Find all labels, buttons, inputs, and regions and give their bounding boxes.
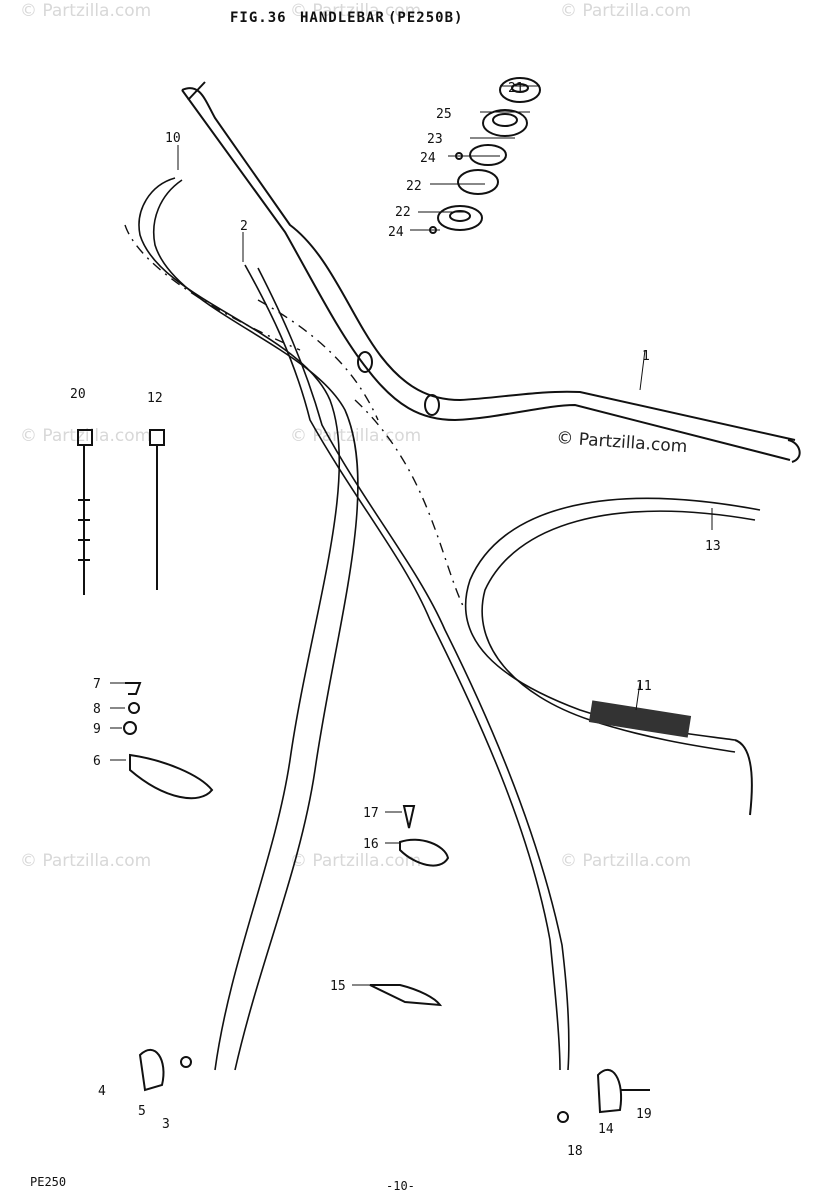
watermark-low-left: © Partzilla.com <box>20 851 151 871</box>
watermark-mid-left: © Partzilla.com <box>20 426 151 446</box>
part-label-2: 2 <box>240 219 248 234</box>
small-parts <box>77 429 650 1123</box>
part-label-21: 21 <box>508 81 524 96</box>
part-label-12: 12 <box>147 391 163 406</box>
part-label-11: 11 <box>636 679 652 694</box>
watermark-top-center: © Partzilla.com <box>290 1 421 21</box>
watermarks: © Partzilla.com © Partzilla.com © Partzi… <box>20 1 691 871</box>
part-label-22a: 22 <box>406 179 422 194</box>
part-label-24a: 24 <box>420 151 436 166</box>
footer-model: PE250 <box>30 1175 66 1189</box>
part-label-13: 13 <box>705 539 721 554</box>
figure-number: FIG.36 <box>230 10 287 26</box>
part-label-23: 23 <box>427 132 443 147</box>
part-label-17: 17 <box>363 806 379 821</box>
part-label-7: 7 <box>93 677 101 692</box>
part-label-15: 15 <box>330 979 346 994</box>
part-label-6: 6 <box>93 754 101 769</box>
part-label-1: 1 <box>642 349 650 364</box>
part-label-4: 4 <box>98 1084 106 1099</box>
part-label-14: 14 <box>598 1122 614 1137</box>
handlebar <box>181 81 801 463</box>
figure-header: FIG.36 HANDLEBAR (PE250B) <box>230 10 463 26</box>
part-label-25: 25 <box>436 107 452 122</box>
figure-model: (PE250B) <box>388 10 463 26</box>
part-label-16: 16 <box>363 837 379 852</box>
part-label-9: 9 <box>93 722 101 737</box>
figure-title: HANDLEBAR <box>300 10 385 26</box>
watermark-top-right: © Partzilla.com <box>560 1 691 21</box>
part-label-18: 18 <box>567 1144 583 1159</box>
watermark-mid-center: © Partzilla.com <box>290 426 421 446</box>
page-footer: PE250 -10- <box>30 1175 415 1193</box>
steering-bearings <box>429 77 541 234</box>
watermark-low-center: © Partzilla.com <box>290 851 421 871</box>
part-label-22b: 22 <box>395 205 411 220</box>
leader-lines <box>110 85 713 986</box>
part-label-3: 3 <box>162 1117 170 1132</box>
watermark-low-right: © Partzilla.com <box>560 851 691 871</box>
footer-page: -10- <box>386 1179 415 1193</box>
part-label-24b: 24 <box>388 225 404 240</box>
cables <box>124 177 761 1071</box>
part-label-10: 10 <box>165 131 181 146</box>
part-label-5: 5 <box>138 1104 146 1119</box>
part-labels: 10 2 21 25 23 24 22 22 24 1 20 12 13 11 … <box>70 81 721 1159</box>
part-label-20: 20 <box>70 387 86 402</box>
part-label-19: 19 <box>636 1107 652 1122</box>
watermark-top-left: © Partzilla.com <box>20 1 151 21</box>
part-label-8: 8 <box>93 702 101 717</box>
watermark-main: © Partzilla.com <box>556 428 688 457</box>
